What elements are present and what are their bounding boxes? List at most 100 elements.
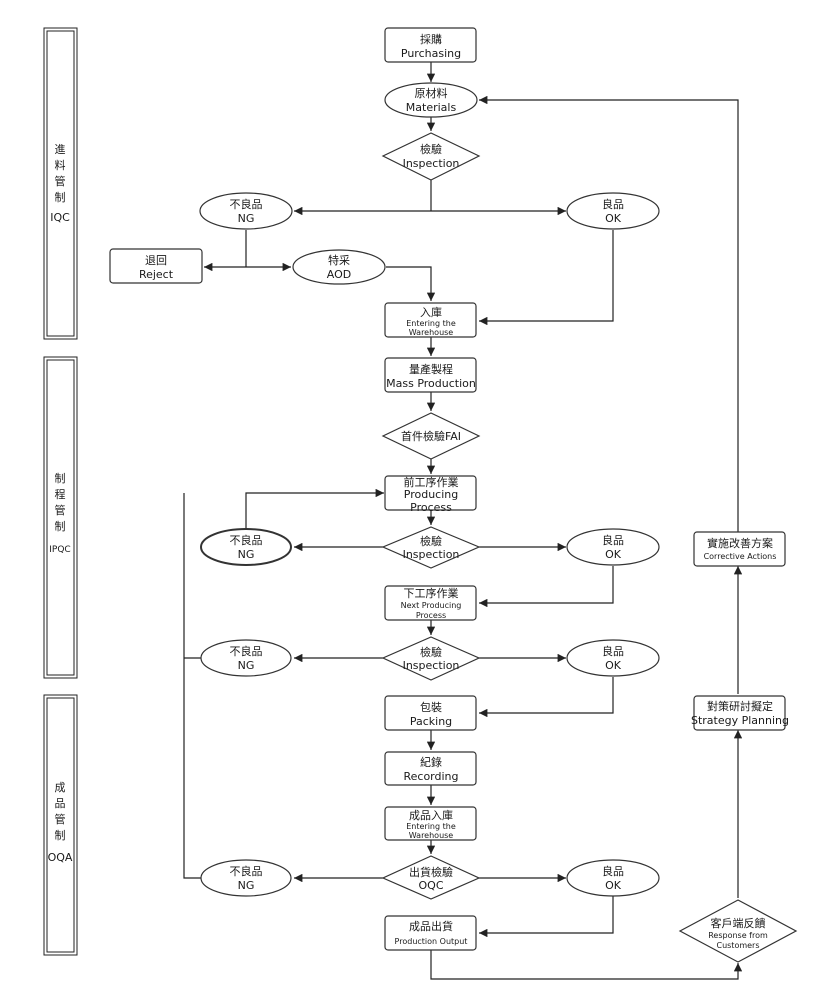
node-producing-process: 前工序作業 Producing Process xyxy=(384,475,477,514)
node-mass-production-en: Mass Production xyxy=(386,377,476,390)
phase-ipqc-char: 制 xyxy=(55,472,66,485)
node-warehouse-1-en1: Entering the xyxy=(406,319,456,328)
phase-oqa-char: 制 xyxy=(55,829,66,842)
node-aod-en: AOD xyxy=(327,268,351,281)
node-customer-response: 客戶端反饋 Response from Customers xyxy=(678,899,798,963)
node-next-producing-en2: Process xyxy=(416,611,446,620)
phase-iqc-char: 制 xyxy=(55,191,66,204)
node-reject: 退回 Reject xyxy=(109,248,203,284)
node-warehouse-1: 入庫 Entering the Warehouse xyxy=(384,302,477,338)
node-packing: 包裝 Packing xyxy=(384,695,477,731)
node-corrective-actions-zh: 實施改善方案 xyxy=(707,536,773,550)
node-ng-4-zh: 不良品 xyxy=(230,864,263,878)
node-producing-en1: Producing xyxy=(404,488,458,501)
node-ng-1: 不良品 NG xyxy=(199,192,293,230)
node-ok-4: 良品 OK xyxy=(566,859,660,897)
node-ng-4-en: NG xyxy=(238,879,255,892)
node-inspection-1-zh: 檢驗 xyxy=(420,142,442,156)
node-next-producing-en1: Next Producing xyxy=(401,601,462,610)
node-production-output: 成品出貨 Production Output xyxy=(384,915,477,951)
node-fai-zh: 首件檢驗FAI xyxy=(401,429,461,443)
node-warehouse-2: 成品入庫 Entering the Warehouse xyxy=(384,806,477,841)
node-oqc-zh: 出貨檢驗 xyxy=(409,865,453,879)
node-reject-en: Reject xyxy=(139,268,174,281)
node-ng-3-en: NG xyxy=(238,659,255,672)
node-ng-2-en: NG xyxy=(238,548,255,561)
node-corrective-actions-en: Corrective Actions xyxy=(704,552,777,561)
node-inspection-3-en: Inspection xyxy=(403,659,460,672)
node-mass-production-zh: 量產製程 xyxy=(409,362,453,376)
node-strategy-planning-en: Strategy Planning xyxy=(691,714,789,727)
connectors xyxy=(183,62,743,980)
node-warehouse-1-zh: 入庫 xyxy=(420,305,442,319)
phase-ipqc-char: 制 xyxy=(55,520,66,533)
phase-ipqc-code: IPQC xyxy=(49,545,70,555)
node-oqc-en: OQC xyxy=(419,879,444,892)
node-production-output-zh: 成品出貨 xyxy=(409,919,453,933)
phase-oqa-code: OQA xyxy=(48,851,73,864)
node-warehouse-2-zh: 成品入庫 xyxy=(409,808,453,822)
node-producing-zh: 前工序作業 xyxy=(404,475,459,489)
phase-ipqc: 制 程 管 制 IPQC xyxy=(43,356,78,679)
node-ok-2-zh: 良品 xyxy=(602,533,624,547)
phase-oqa-char: 管 xyxy=(55,812,66,826)
node-ok-4-en: OK xyxy=(605,879,622,892)
node-ng-3-zh: 不良品 xyxy=(230,644,263,658)
node-packing-zh: 包裝 xyxy=(420,701,442,714)
node-ok-2: 良品 OK xyxy=(566,528,660,566)
node-recording-zh: 紀錄 xyxy=(420,755,442,769)
node-ng-1-zh: 不良品 xyxy=(230,197,263,211)
phase-iqc-code: IQC xyxy=(50,211,70,224)
node-fai: 首件檢驗FAI xyxy=(381,412,481,460)
node-producing-en2: Process xyxy=(410,501,452,514)
node-inspection-2-en: Inspection xyxy=(403,548,460,561)
node-ok-3-en: OK xyxy=(605,659,622,672)
phase-iqc-char: 料 xyxy=(55,158,66,172)
node-inspection-2-zh: 檢驗 xyxy=(420,534,442,548)
node-ok-4-zh: 良品 xyxy=(602,864,624,878)
node-inspection-1-en: Inspection xyxy=(403,157,460,170)
node-recording-en: Recording xyxy=(403,770,458,783)
phase-oqa-char: 品 xyxy=(55,797,66,810)
node-materials-zh: 原材料 xyxy=(415,86,448,100)
phase-ipqc-char: 程 xyxy=(55,488,66,501)
node-aod: 特采 AOD xyxy=(292,249,386,285)
node-warehouse-1-en2: Warehouse xyxy=(409,328,454,337)
node-ok-1-en: OK xyxy=(605,212,622,225)
node-reject-zh: 退回 xyxy=(145,254,167,267)
node-production-output-en: Production Output xyxy=(395,937,468,946)
node-strategy-planning: 對策研討擬定 Strategy Planning xyxy=(691,695,789,731)
phase-oqa-char: 成 xyxy=(55,781,66,794)
node-ok-2-en: OK xyxy=(605,548,622,561)
node-strategy-planning-zh: 對策研討擬定 xyxy=(707,699,773,713)
phase-ipqc-char: 管 xyxy=(55,503,66,517)
phase-oqa: 成 品 管 制 OQA xyxy=(43,694,78,956)
node-ng-1-en: NG xyxy=(238,212,255,225)
node-corrective-actions: 實施改善方案 Corrective Actions xyxy=(693,531,786,567)
node-next-producing-process: 下工序作業 Next Producing Process xyxy=(384,585,477,621)
node-ok-3-zh: 良品 xyxy=(602,644,624,658)
node-packing-en: Packing xyxy=(410,715,452,728)
node-inspection-3: 檢驗 Inspection xyxy=(381,636,481,681)
node-oqc: 出貨檢驗 OQC xyxy=(381,855,481,900)
node-ok-1: 良品 OK xyxy=(566,192,660,230)
node-materials: 原材料 Materials xyxy=(384,82,478,118)
node-aod-zh: 特采 xyxy=(328,253,350,267)
node-ng-2-zh: 不良品 xyxy=(230,533,263,547)
node-inspection-2: 檢驗 Inspection xyxy=(381,526,481,569)
node-customer-response-en1: Response from xyxy=(708,931,768,940)
node-customer-response-en2: Customers xyxy=(716,941,759,950)
phase-iqc-char: 進 xyxy=(55,143,66,156)
node-mass-production: 量產製程 Mass Production xyxy=(384,357,477,393)
node-ng-4: 不良品 NG xyxy=(200,859,292,897)
node-warehouse-2-en1: Entering the xyxy=(406,822,456,831)
node-inspection-3-zh: 檢驗 xyxy=(420,645,442,659)
node-purchasing-zh: 採購 xyxy=(420,32,442,46)
node-next-producing-zh: 下工序作業 xyxy=(404,586,459,600)
node-ng-2: 不良品 NG xyxy=(200,528,292,566)
node-recording: 紀錄 Recording xyxy=(384,751,477,786)
node-purchasing: 採購 Purchasing xyxy=(384,27,477,63)
node-ok-3: 良品 OK xyxy=(566,639,660,677)
phase-iqc-char: 管 xyxy=(55,174,66,188)
